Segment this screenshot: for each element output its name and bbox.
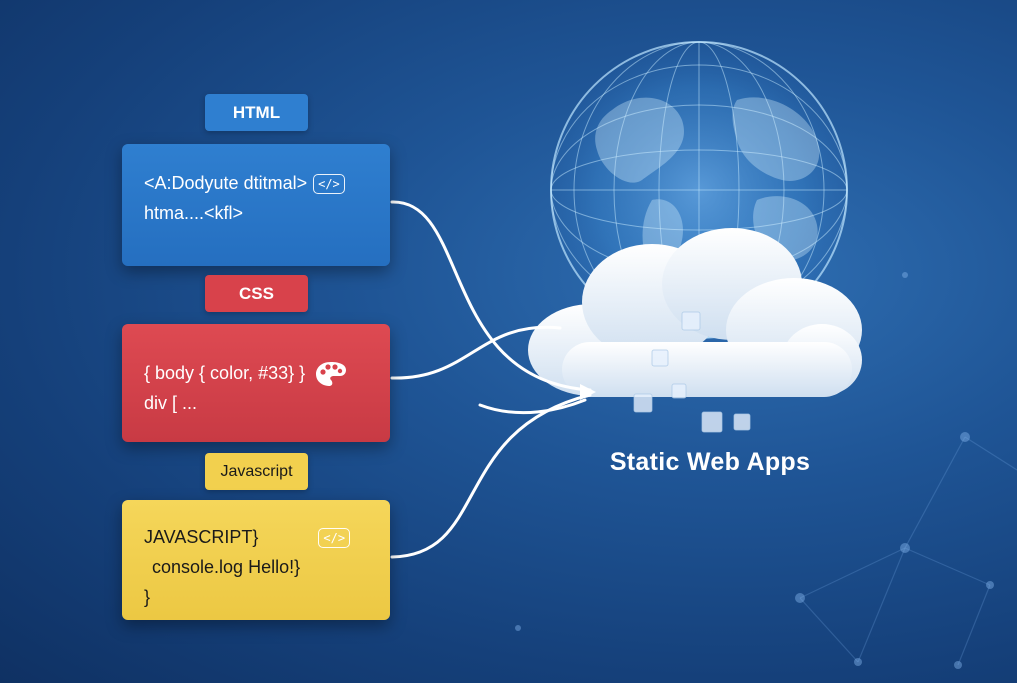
cloud-icon [528,228,862,433]
code-icon: </> [318,528,351,549]
javascript-code-card: JAVASCRIPT} </> console.log Hello!} } [122,500,390,620]
css-code-card: { body { color, #33} } div [ ... [122,324,390,442]
css-code-text-1: { body { color, #33} } [144,363,306,383]
javascript-code-line-2: console.log Hello!} [152,557,301,577]
html-code-line-1: <A:Dodyute dtitmal></> [144,168,368,198]
javascript-code-line-1: JAVASCRIPT} </> [144,522,368,552]
palette-icon [316,362,347,387]
html-code-card: <A:Dodyute dtitmal></> htma....<kfl> [122,144,390,266]
css-label: CSS [205,275,308,312]
static-web-apps-title: Static Web Apps [609,448,811,476]
css-code-line-1: { body { color, #33} } [144,358,368,388]
html-code-line-2: htma....<kfl> [144,203,244,223]
javascript-code-text-1: JAVASCRIPT} [144,527,259,547]
html-label: HTML [205,94,308,131]
javascript-code-line-3: } [144,587,151,607]
html-code-text-1: <A:Dodyute dtitmal> [144,173,308,193]
css-code-line-2: div [ ... [144,393,198,414]
code-icon: </> [313,174,345,195]
javascript-label: Javascript [205,453,308,490]
